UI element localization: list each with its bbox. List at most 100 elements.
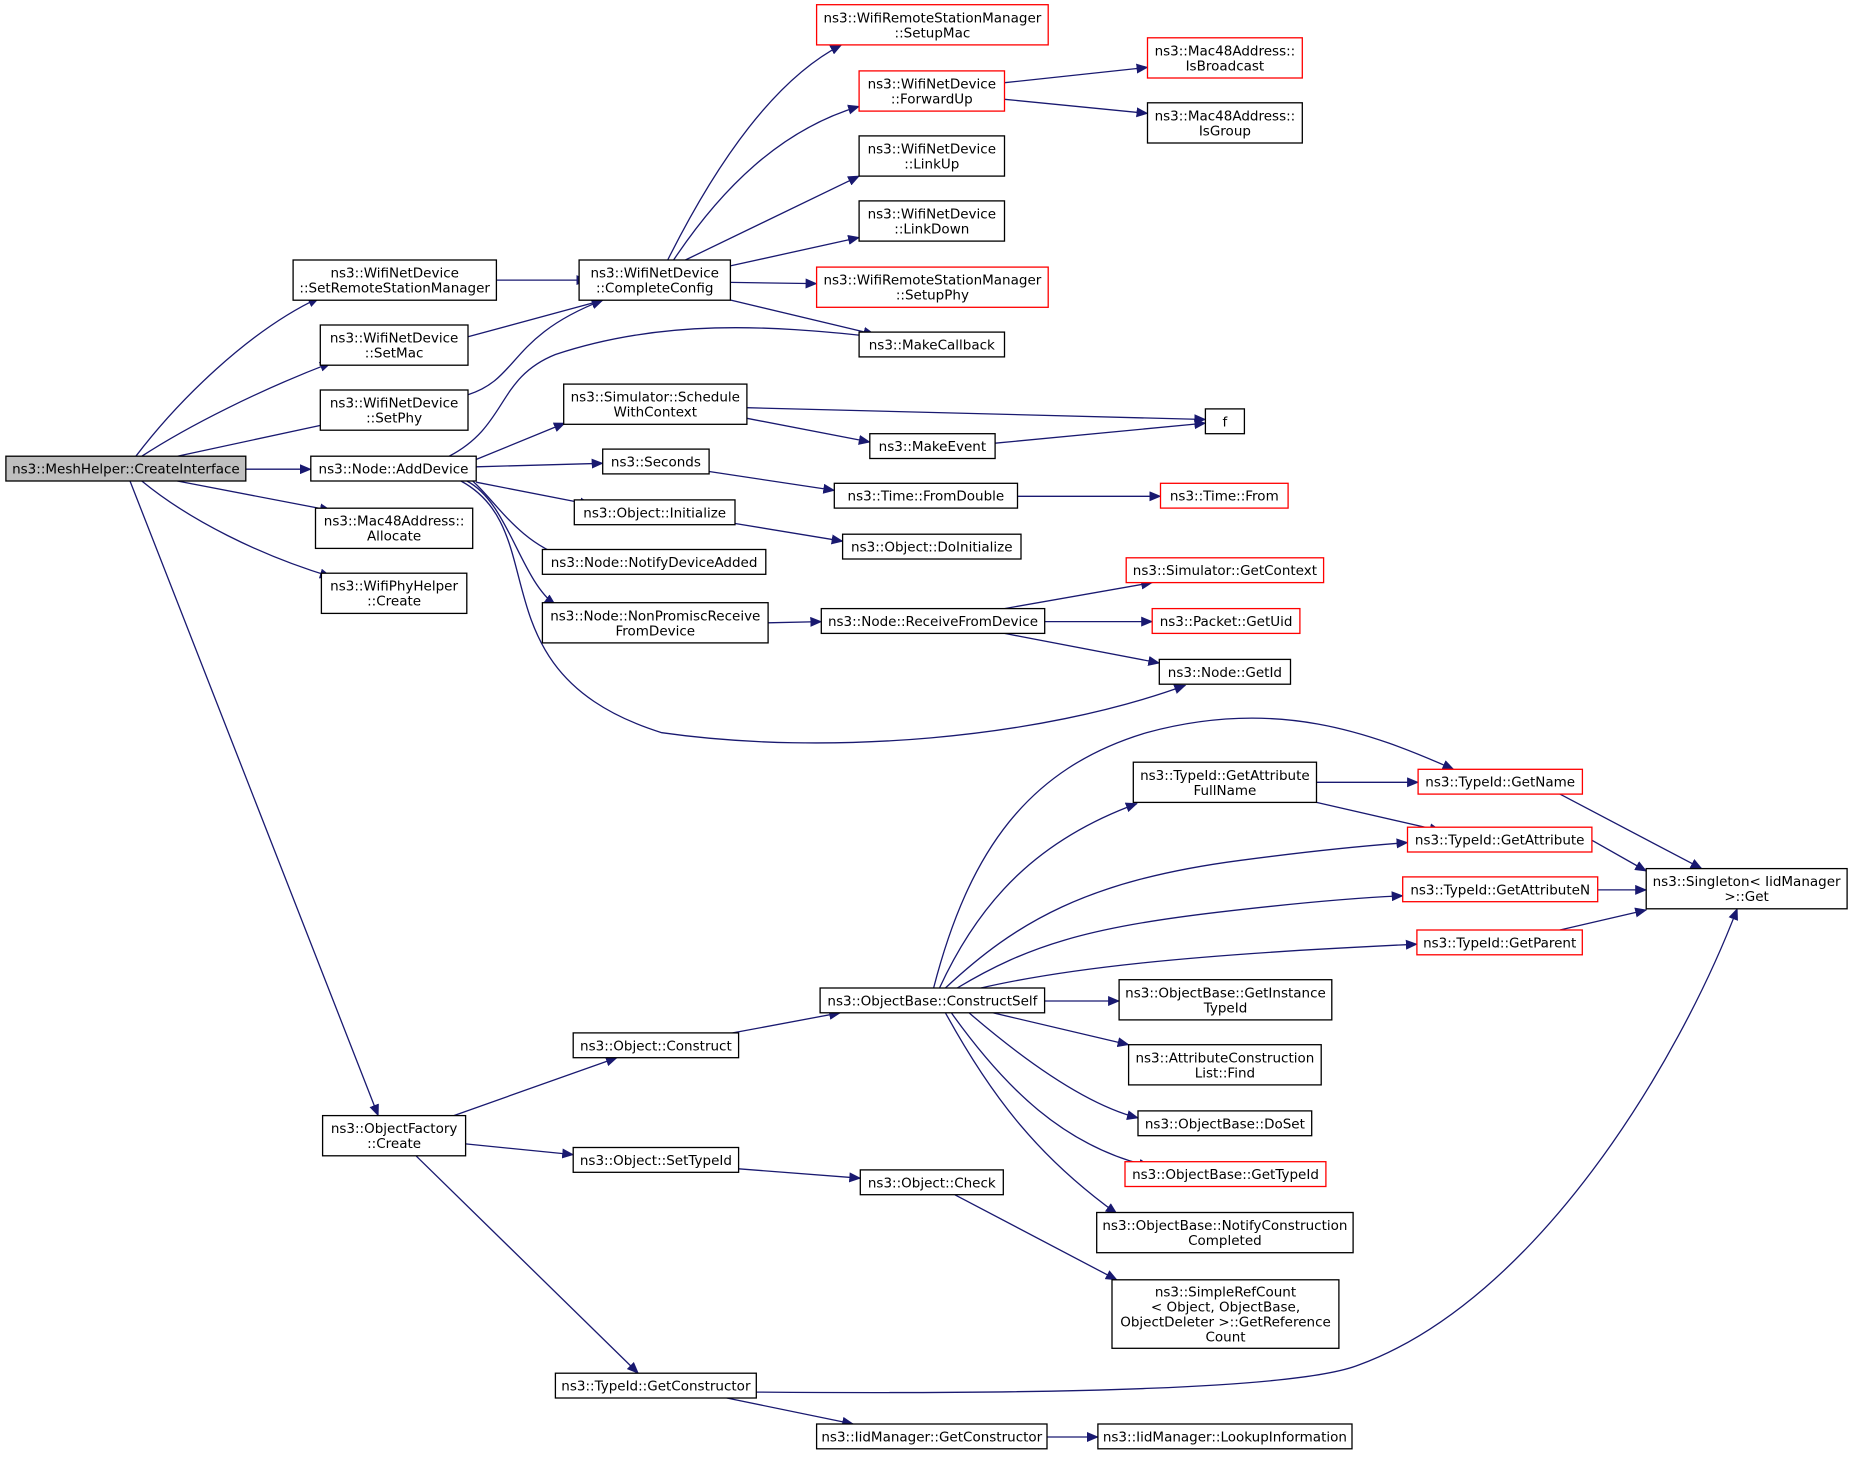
node-obj-construct[interactable]: ns3::Object::Construct xyxy=(572,1032,740,1059)
edge-forward_up-to-is_group xyxy=(1004,98,1149,118)
node-box xyxy=(563,383,748,425)
node-is-broadcast[interactable]: ns3::Mac48Address::IsBroadcast xyxy=(1146,37,1303,79)
node-packet-getuid[interactable]: ns3::Packet::GetUid xyxy=(1151,607,1301,635)
node-objbase-gettypeid[interactable]: ns3::ObjectBase::GetTypeId xyxy=(1124,1161,1327,1188)
node-set-mac[interactable]: ns3::WifiNetDevice::SetMac xyxy=(319,324,469,366)
node-time-fromdouble[interactable]: ns3::Time::FromDouble xyxy=(833,482,1019,509)
node-seconds[interactable]: ns3::Seconds xyxy=(602,448,710,475)
node-box xyxy=(1645,867,1848,910)
node-box xyxy=(1146,37,1303,79)
node-forward-up[interactable]: ns3::WifiNetDevice::ForwardUp xyxy=(858,70,1006,112)
node-link-down[interactable]: ns3::WifiNetDevice::LinkDown xyxy=(858,200,1006,242)
node-complete-config[interactable]: ns3::WifiNetDevice::CompleteConfig xyxy=(578,259,732,301)
node-box xyxy=(1132,761,1318,804)
node-get-context[interactable]: ns3::Simulator::GetContext xyxy=(1125,557,1325,584)
node-time-from[interactable]: ns3::Time::From xyxy=(1159,482,1289,509)
node-typeid-getattributen[interactable]: ns3::TypeId::GetAttributeN xyxy=(1402,876,1599,903)
node-typeid-getname[interactable]: ns3::TypeId::GetName xyxy=(1417,768,1584,795)
node-label-line: ns3::WifiRemoteStationManager xyxy=(823,273,1041,289)
node-singleton-get[interactable]: ns3::Singleton< IidManager >::Get xyxy=(1645,867,1848,910)
edge-obj_check-to-simple_refcount xyxy=(954,1194,1118,1281)
node-box xyxy=(869,433,996,460)
node-box xyxy=(573,499,736,526)
edge-construct_self-to-objbase_gettypeid xyxy=(950,1012,1151,1169)
node-label-line: ns3::WifiPhyHelper xyxy=(330,579,458,595)
edge-create_interface-to-set_mac xyxy=(141,362,332,457)
node-box xyxy=(292,259,498,301)
edge-create_interface-to-set_phy xyxy=(177,419,338,457)
node-obj-doinit[interactable]: ns3::Object::DoInitialize xyxy=(841,533,1022,560)
node-box xyxy=(1097,1423,1353,1450)
node-wifiphy-create[interactable]: ns3::WifiPhyHelper::Create xyxy=(320,572,468,615)
node-typeid-getparent[interactable]: ns3::TypeId::GetParent xyxy=(1416,929,1583,956)
node-label-line: ns3::Time::From xyxy=(1170,489,1279,505)
node-label-line: ns3::Object::Check xyxy=(868,1175,996,1191)
node-typeid-getattribute[interactable]: ns3::TypeId::GetAttribute xyxy=(1406,826,1593,853)
node-set-rsm[interactable]: ns3::WifiNetDevice::SetRemoteStationMana… xyxy=(292,259,498,301)
node-simple-refcount[interactable]: ns3::SimpleRefCount< Object, ObjectBase,… xyxy=(1111,1279,1340,1349)
node-set-phy[interactable]: ns3::WifiNetDevice::SetPhy xyxy=(319,389,469,431)
node-link-up[interactable]: ns3::WifiNetDevice::LinkUp xyxy=(858,135,1006,177)
node-mac48-allocate[interactable]: ns3::Mac48Address::Allocate xyxy=(314,507,474,550)
node-iid-getconstructor[interactable]: ns3::IidManager::GetConstructor xyxy=(815,1423,1048,1450)
node-box xyxy=(541,548,767,575)
edge-add_device-to-make_callback xyxy=(448,327,876,457)
node-make-event[interactable]: ns3::MakeEvent xyxy=(869,433,996,460)
node-construct-self[interactable]: ns3::ObjectBase::ConstructSelf xyxy=(819,987,1046,1014)
node-box xyxy=(310,455,477,482)
node-label-line: ns3::TypeId::GetConstructor xyxy=(561,1379,751,1395)
node-box xyxy=(815,4,1049,46)
node-box xyxy=(1417,768,1584,795)
node-label-line: ns3::WifiNetDevice xyxy=(330,331,458,347)
node-label-line: WithContext xyxy=(614,405,698,421)
node-label-line: ns3::AttributeConstruction xyxy=(1135,1050,1314,1066)
node-is-group[interactable]: ns3::Mac48Address::IsGroup xyxy=(1146,102,1303,144)
node-label-line: ::SetupMac xyxy=(895,25,971,41)
node-objbase-doset[interactable]: ns3::ObjectBase::DoSet xyxy=(1137,1110,1313,1137)
node-f[interactable]: f xyxy=(1204,408,1246,435)
node-box xyxy=(1151,607,1301,635)
node-box xyxy=(815,1423,1048,1450)
node-label-line: ns3::TypeId::GetName xyxy=(1425,775,1575,791)
node-label-line: ns3::ObjectBase::DoSet xyxy=(1145,1116,1305,1132)
node-obj-initialize[interactable]: ns3::Object::Initialize xyxy=(573,499,736,526)
node-label-line: ObjectDeleter >::GetReference xyxy=(1120,1315,1331,1331)
node-add-device[interactable]: ns3::Node::AddDevice xyxy=(310,455,477,482)
edge-forward_up-to-is_broadcast xyxy=(1004,63,1149,84)
node-label-line: ns3::ObjectBase::GetInstance xyxy=(1125,985,1326,1001)
node-rsm-setupmac[interactable]: ns3::WifiRemoteStationManager::SetupMac xyxy=(815,4,1049,46)
node-label-line: ::LinkUp xyxy=(904,157,959,173)
node-box xyxy=(833,482,1019,509)
node-label-line: ns3::WifiNetDevice xyxy=(330,266,458,282)
node-notify-construction[interactable]: ns3::ObjectBase::NotifyConstructionCompl… xyxy=(1096,1211,1354,1254)
node-get-constructor[interactable]: ns3::TypeId::GetConstructor xyxy=(554,1372,757,1399)
edge-construct_self-to-attr_list_find xyxy=(992,1012,1130,1048)
node-box xyxy=(815,266,1049,308)
edge-complete_config-to-make_callback xyxy=(720,297,876,337)
node-box xyxy=(319,389,469,431)
node-rsm-setupphy[interactable]: ns3::WifiRemoteStationManager::SetupPhy xyxy=(815,266,1049,308)
node-label-line: ns3::TypeId::GetAttribute xyxy=(1415,833,1585,849)
node-iid-lookup[interactable]: ns3::IidManager::LookupInformation xyxy=(1097,1423,1353,1450)
node-objfactory-create[interactable]: ns3::ObjectFactory::Create xyxy=(321,1114,467,1157)
node-node-getid[interactable]: ns3::Node::GetId xyxy=(1158,658,1292,685)
edge-set_phy-to-complete_config xyxy=(467,299,604,396)
node-label-line: ns3::Simulator::GetContext xyxy=(1133,563,1317,579)
node-box xyxy=(1096,1211,1354,1254)
node-obj-settypeid[interactable]: ns3::Object::SetTypeId xyxy=(572,1146,740,1173)
node-make-callback[interactable]: ns3::MakeCallback xyxy=(858,331,1006,358)
edge-complete_config-to-forward_up xyxy=(673,104,861,261)
node-obj-check[interactable]: ns3::Object::Check xyxy=(859,1169,1004,1196)
node-box xyxy=(1118,979,1333,1021)
node-label-line: ns3::Mac48Address:: xyxy=(1155,43,1296,59)
node-box xyxy=(602,448,710,475)
edge-complete_config-to-rsm_setupphy xyxy=(730,278,818,289)
node-recv-from-device[interactable]: ns3::Node::ReceiveFromDevice xyxy=(820,607,1046,635)
node-notify-added[interactable]: ns3::Node::NotifyDeviceAdded xyxy=(541,548,767,575)
node-create-interface[interactable]: ns3::MeshHelper::CreateInterface xyxy=(5,455,247,482)
